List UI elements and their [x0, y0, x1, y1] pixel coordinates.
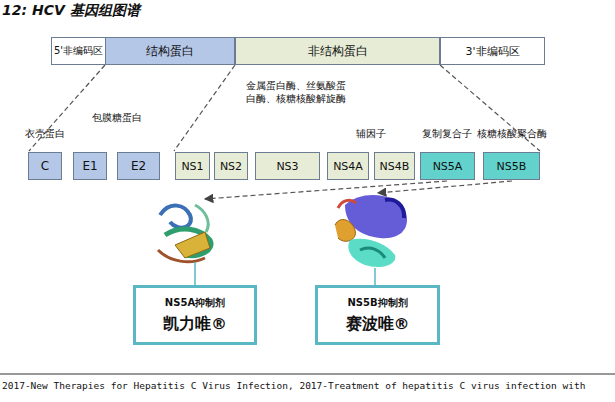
- box-label: E1: [82, 159, 97, 173]
- region-band: 3'非编码区: [440, 37, 545, 65]
- box-label: NS1: [181, 160, 203, 173]
- leader-lines: [29, 65, 540, 199]
- protein-box: NS2: [214, 152, 248, 180]
- protein-structure-ns5b: [335, 195, 407, 285]
- box-label: NS5B抑制剂: [347, 296, 407, 310]
- annotation-label: 核糖核酸聚合酶: [470, 128, 554, 141]
- region-band: 非结构蛋白: [235, 37, 440, 65]
- box-label: NS2: [220, 160, 242, 173]
- box-label: NS5A: [433, 160, 463, 173]
- protein-box: NS3: [255, 152, 320, 180]
- box-label: NS5A抑制剂: [165, 296, 225, 310]
- box-label: 非结构蛋白: [308, 43, 368, 60]
- annotation-label: 辅因子: [341, 128, 401, 141]
- product-name: 赛波唯®: [346, 314, 410, 335]
- box-label: 5'非编码区: [54, 44, 103, 58]
- footer-rule: [0, 374, 615, 375]
- box-label: 3'非编码区: [465, 44, 519, 59]
- box-label: NS5B: [497, 160, 527, 173]
- box-label: E2: [131, 159, 146, 173]
- annotation-label: 衣壳蛋白: [15, 128, 75, 141]
- box-label: 结构蛋白: [146, 43, 194, 60]
- box-label: NS4B: [380, 160, 410, 173]
- annotation-label: 金属蛋白酶、丝氨酸蛋白酶、核糖核酸解旋酶: [246, 80, 346, 105]
- protein-box: E1: [73, 152, 107, 180]
- protein-box: NS5A: [420, 152, 475, 180]
- annotation-label: 复制复合子: [415, 128, 479, 141]
- box-label: NS4A: [333, 160, 363, 173]
- protein-structure-ns5a: [158, 205, 211, 285]
- region-band: 结构蛋白: [105, 37, 235, 65]
- protein-box: C: [28, 152, 62, 180]
- box-label: C: [41, 159, 49, 173]
- annotation-label: 包膜糖蛋白: [77, 112, 157, 125]
- source-caption: 2017-New Therapies for Hepatitis C Virus…: [2, 380, 585, 391]
- protein-box: NS5B: [483, 152, 540, 180]
- protein-box: NS4A: [327, 152, 369, 180]
- drug-box: NS5B抑制剂赛波唯®: [315, 285, 440, 345]
- protein-box: E2: [117, 152, 160, 180]
- box-label: NS3: [276, 160, 298, 173]
- product-name: 凯力唯®: [163, 314, 227, 335]
- protein-box: NS1: [175, 152, 210, 180]
- drug-box: NS5A抑制剂凯力唯®: [133, 285, 257, 345]
- region-band: 5'非编码区: [51, 37, 107, 65]
- chart-title: 12: HCV 基因组图谱: [2, 2, 140, 20]
- protein-box: NS4B: [374, 152, 415, 180]
